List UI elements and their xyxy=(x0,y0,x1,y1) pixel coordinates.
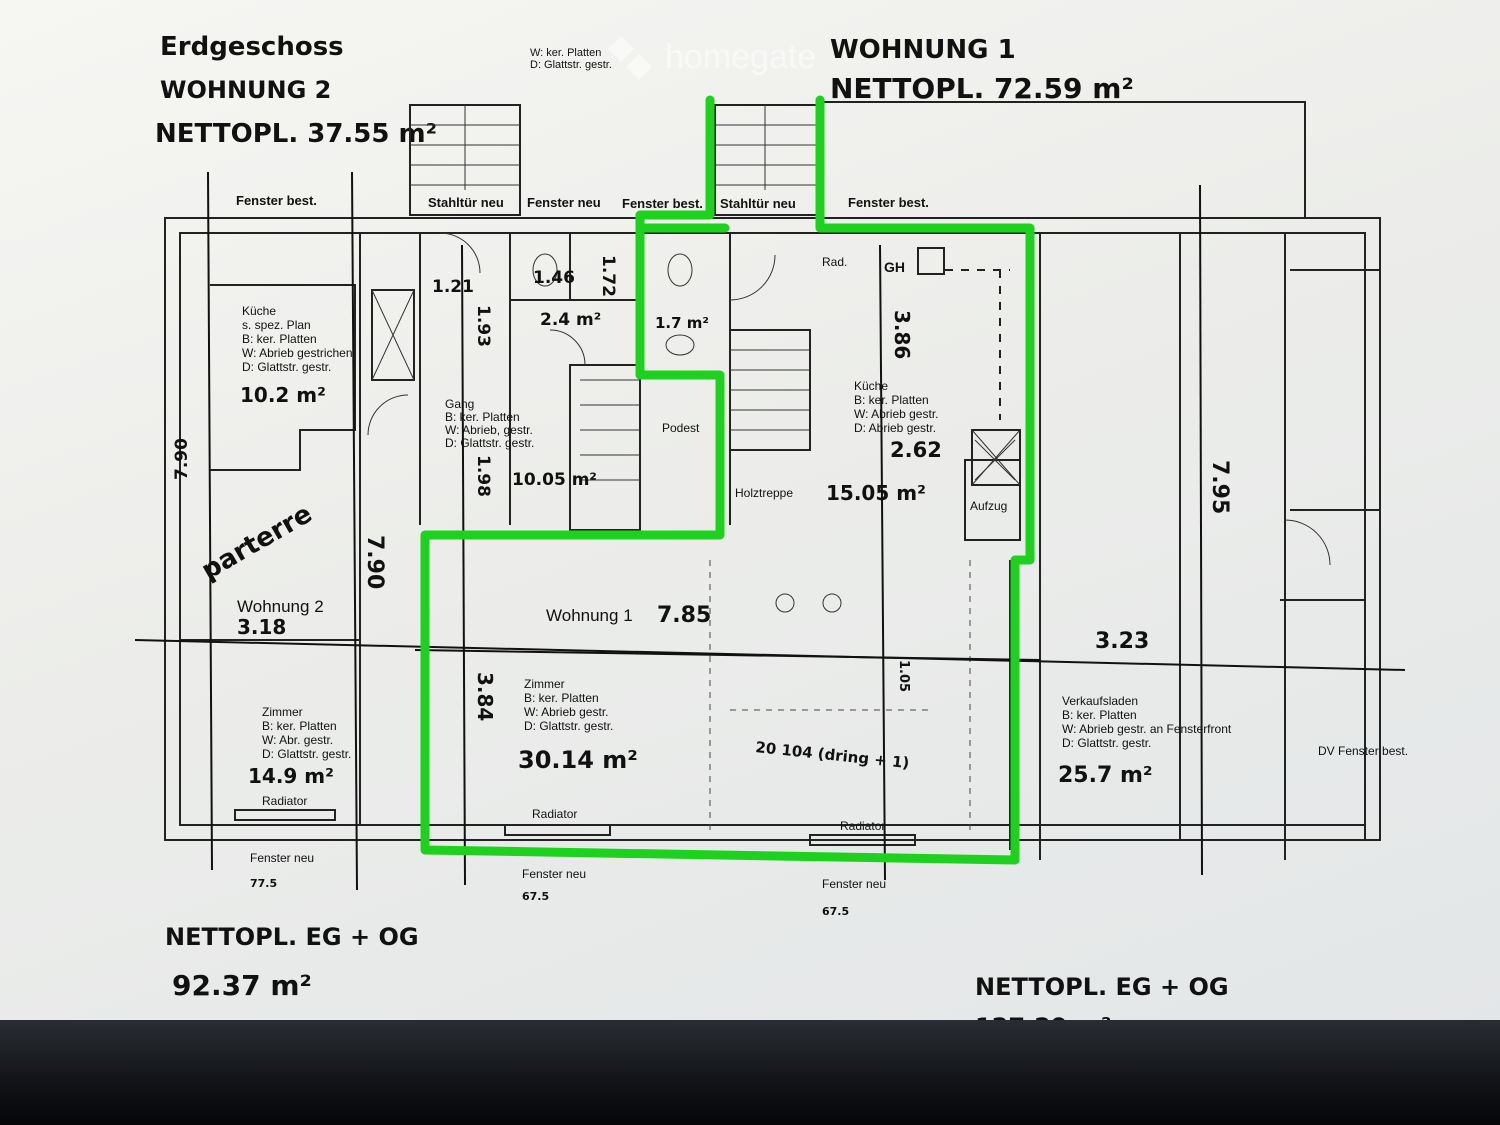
svg-text:DV Fenster best.: DV Fenster best. xyxy=(1318,744,1408,758)
svg-text:Fenster best.: Fenster best. xyxy=(622,196,703,211)
svg-text:Küche: Küche xyxy=(854,379,888,393)
svg-text:Radiator: Radiator xyxy=(532,807,577,821)
svg-text:s. spez. Plan: s. spez. Plan xyxy=(242,318,311,332)
svg-text:Küche: Küche xyxy=(242,304,276,318)
svg-text:7.90: 7.90 xyxy=(362,535,387,589)
svg-text:B: ker. Platten: B: ker. Platten xyxy=(854,393,929,407)
svg-text:15.05 m²: 15.05 m² xyxy=(826,481,926,505)
svg-text:B: ker. Platten: B: ker. Platten xyxy=(1062,708,1137,722)
svg-text:1.21: 1.21 xyxy=(432,277,474,297)
svg-text:3.18: 3.18 xyxy=(237,615,286,639)
svg-text:Gang: Gang xyxy=(445,397,474,411)
svg-text:Rad.: Rad. xyxy=(822,255,847,269)
svg-text:7.95: 7.95 xyxy=(1207,460,1232,514)
svg-text:Radiator: Radiator xyxy=(840,819,885,833)
dimension-values: 1.21 1.46 1.72 1.93 1.98 3.86 2.62 7.90 … xyxy=(172,255,1232,918)
room-kueche2: Küche s. spez. Plan B: ker. Platten W: A… xyxy=(240,304,353,407)
svg-text:77.5: 77.5 xyxy=(250,877,277,890)
svg-text:20 104 (dring + 1): 20 104 (dring + 1) xyxy=(755,738,911,772)
svg-text:B: ker. Platten: B: ker. Platten xyxy=(262,719,337,733)
svg-text:1.98: 1.98 xyxy=(473,455,493,497)
svg-text:W: Abr. gestr.: W: Abr. gestr. xyxy=(262,733,333,747)
svg-text:10.2 m²: 10.2 m² xyxy=(240,383,326,407)
svg-text:Wohnung 1: Wohnung 1 xyxy=(546,606,633,625)
svg-text:2.62: 2.62 xyxy=(890,438,942,462)
room-gang: Gang B: ker. Platten W: Abrieb, gestr. D… xyxy=(445,397,597,490)
svg-text:Verkaufsladen: Verkaufsladen xyxy=(1062,694,1138,708)
svg-text:1.05: 1.05 xyxy=(896,660,911,692)
svg-text:Fenster neu: Fenster neu xyxy=(822,877,886,891)
svg-text:D: Glattstr. gestr.: D: Glattstr. gestr. xyxy=(524,719,613,733)
svg-text:10.05 m²: 10.05 m² xyxy=(512,470,597,490)
svg-text:B: ker. Platten: B: ker. Platten xyxy=(524,691,599,705)
svg-text:1.72: 1.72 xyxy=(598,255,618,297)
svg-text:30.14 m²: 30.14 m² xyxy=(518,746,638,774)
svg-text:Wohnung 2: Wohnung 2 xyxy=(237,597,324,616)
svg-text:Holztreppe: Holztreppe xyxy=(735,486,793,500)
svg-text:B: ker. Platten: B: ker. Platten xyxy=(445,410,520,424)
svg-text:14.9 m²: 14.9 m² xyxy=(248,764,334,788)
svg-text:Fenster best.: Fenster best. xyxy=(236,193,317,208)
svg-text:7.90: 7.90 xyxy=(172,438,192,480)
svg-text:D: Glattstr. gestr.: D: Glattstr. gestr. xyxy=(1062,736,1151,750)
top-note-2: D: Glattstr. gestr. xyxy=(530,59,612,71)
svg-text:parterre: parterre xyxy=(197,499,318,586)
footer-left-title: NETTOPL. EG + OG xyxy=(165,923,419,951)
svg-text:Podest: Podest xyxy=(662,421,700,435)
svg-text:W: Abrieb gestrichen: W: Abrieb gestrichen xyxy=(242,346,353,360)
monitor-bezel xyxy=(0,1020,1500,1125)
svg-text:Fenster neu: Fenster neu xyxy=(522,867,586,881)
wc-b-area: 1.7 m² xyxy=(655,314,709,332)
room-zimmer2: Zimmer B: ker. Platten W: Abr. gestr. D:… xyxy=(248,705,351,788)
svg-text:W: Abrieb gestr. an Fensterfro: W: Abrieb gestr. an Fensterfront xyxy=(1062,722,1232,736)
svg-text:GH: GH xyxy=(884,259,905,275)
room-kueche1: Küche B: ker. Platten W: Abrieb gestr. D… xyxy=(826,379,939,505)
unit2-title: WOHNUNG 2 xyxy=(160,76,331,104)
footer-right-title: NETTOPL. EG + OG xyxy=(975,973,1229,1001)
svg-text:1.46: 1.46 xyxy=(533,268,575,288)
svg-text:W: Abrieb, gestr.: W: Abrieb, gestr. xyxy=(445,423,533,437)
svg-text:homegate: homegate xyxy=(665,38,816,76)
svg-text:Aufzug: Aufzug xyxy=(970,499,1007,513)
top-note-1: W: ker. Platten xyxy=(530,47,601,59)
svg-text:67.5: 67.5 xyxy=(522,890,549,903)
svg-text:W: Abrieb gestr.: W: Abrieb gestr. xyxy=(524,705,609,719)
svg-text:W: Abrieb gestr.: W: Abrieb gestr. xyxy=(854,407,939,421)
svg-text:1.93: 1.93 xyxy=(473,305,493,347)
svg-text:3.84: 3.84 xyxy=(473,672,497,721)
svg-text:67.5: 67.5 xyxy=(822,905,849,918)
svg-text:Fenster neu: Fenster neu xyxy=(250,851,314,865)
monitor-screen: homegate Erdgeschoss WOHNUNG 2 NETTOPL. … xyxy=(0,0,1500,1040)
svg-text:Zimmer: Zimmer xyxy=(262,705,303,719)
unit1-area: NETTOPL. 72.59 m² xyxy=(830,72,1134,105)
svg-text:Zimmer: Zimmer xyxy=(524,677,565,691)
svg-text:D: Abrieb gestr.: D: Abrieb gestr. xyxy=(854,421,936,435)
floor-plan: homegate Erdgeschoss WOHNUNG 2 NETTOPL. … xyxy=(134,32,1408,1040)
svg-text:Stahltür neu: Stahltür neu xyxy=(720,196,796,211)
footer-left-value: 92.37 m² xyxy=(172,969,312,1002)
room-zimmer1: Zimmer B: ker. Platten W: Abrieb gestr. … xyxy=(518,677,638,774)
unit1-highlight xyxy=(420,95,1035,865)
svg-text:Fenster neu: Fenster neu xyxy=(527,195,601,210)
unit2-area: NETTOPL. 37.55 m² xyxy=(155,119,437,149)
svg-text:D: Glattstr. gestr.: D: Glattstr. gestr. xyxy=(242,360,331,374)
wc-a-area: 2.4 m² xyxy=(540,310,601,330)
unit1-title: WOHNUNG 1 xyxy=(830,35,1016,65)
svg-text:B: ker. Platten: B: ker. Platten xyxy=(242,332,317,346)
svg-text:25.7 m²: 25.7 m² xyxy=(1058,763,1153,788)
room-laden: Verkaufsladen B: ker. Platten W: Abrieb … xyxy=(1058,694,1232,788)
svg-text:D: Glattstr. gestr.: D: Glattstr. gestr. xyxy=(445,436,534,450)
watermark: homegate xyxy=(608,36,816,80)
dimension-lines xyxy=(134,171,1406,891)
svg-text:Radiator: Radiator xyxy=(262,794,307,808)
svg-text:Stahltür neu: Stahltür neu xyxy=(428,195,504,210)
svg-text:3.23: 3.23 xyxy=(1095,629,1149,654)
svg-text:D: Glattstr. gestr.: D: Glattstr. gestr. xyxy=(262,747,351,761)
svg-text:7.85: 7.85 xyxy=(657,603,711,628)
floor-title: Erdgeschoss xyxy=(160,32,344,62)
svg-text:3.86: 3.86 xyxy=(890,310,914,359)
svg-text:Fenster best.: Fenster best. xyxy=(848,195,929,210)
